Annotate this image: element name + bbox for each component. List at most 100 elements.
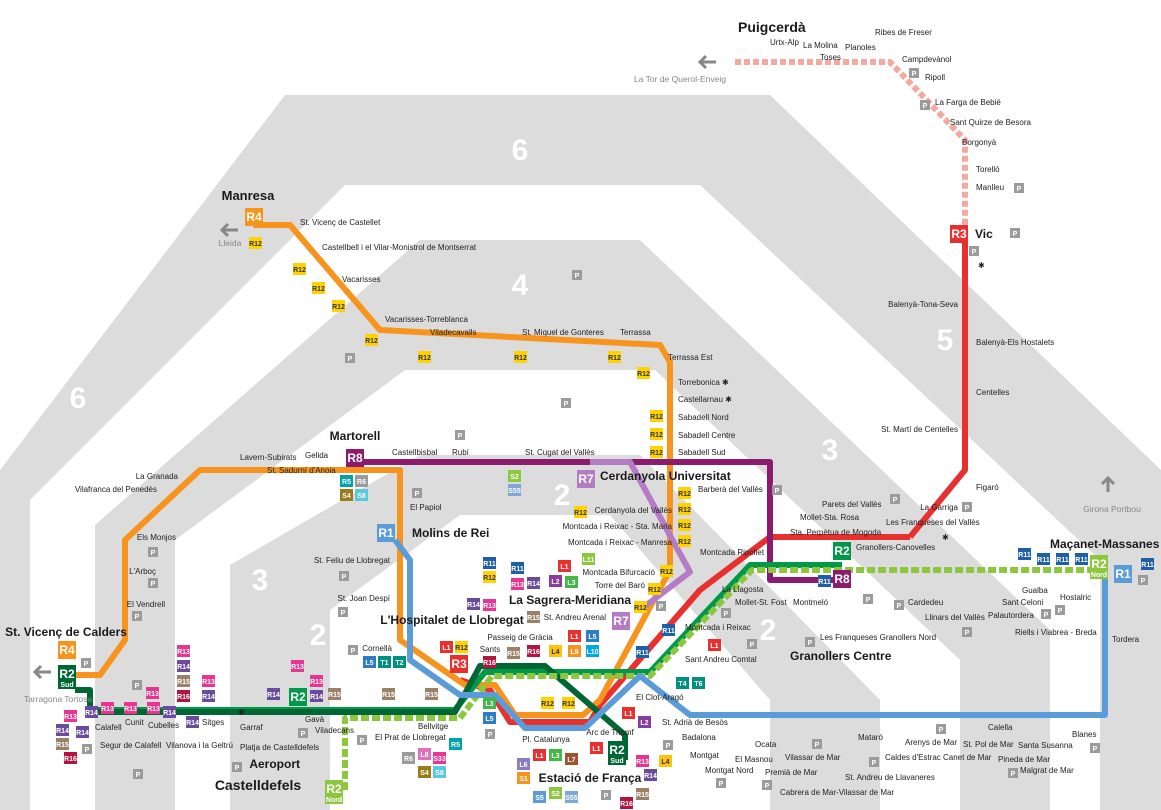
connection-badge-r14[interactable]: R14 <box>267 688 280 700</box>
station-label[interactable]: Vilanova i la Geltrú <box>166 741 233 750</box>
connection-badge-box[interactable] <box>365 334 378 346</box>
line-badge-box[interactable] <box>950 225 968 243</box>
connection-badge-box[interactable] <box>549 749 562 761</box>
station[interactable]: Calella <box>988 723 1013 732</box>
connection-badge-box[interactable] <box>467 598 480 610</box>
connection-badge-r13[interactable]: R13 <box>636 755 649 767</box>
connection-badge-box[interactable] <box>622 707 635 719</box>
station[interactable]: El Clot-Aragó <box>636 693 684 702</box>
connection-badge-r16[interactable]: R16 <box>483 656 496 668</box>
connection-badge-box[interactable] <box>517 758 530 770</box>
station[interactable]: Arenys de Mar <box>905 738 957 747</box>
station[interactable]: St. Sadurní d'Anoia <box>267 466 336 475</box>
connection-badge-box[interactable] <box>565 753 578 765</box>
station-label[interactable]: Castellbisbal <box>392 448 438 457</box>
station[interactable]: St. Andreu de Llavaneres <box>845 773 935 782</box>
line-badge-box[interactable] <box>577 470 595 488</box>
connection-badge-r14[interactable]: R14 <box>186 716 199 728</box>
line-badge-box[interactable] <box>612 612 630 630</box>
station[interactable]: Planoles <box>845 43 876 52</box>
connection-badge-l5[interactable]: L5 <box>483 712 496 724</box>
connection-badge-box[interactable] <box>636 646 649 658</box>
station[interactable]: Granollers-Canovelles <box>856 543 935 552</box>
connection-badge-l2[interactable]: L2 <box>549 575 562 587</box>
hub-station[interactable]: Maçanet-Massanes <box>1050 537 1160 551</box>
connection-badge-r15[interactable]: R15 <box>425 688 438 700</box>
station[interactable]: Vilassar de Mar <box>785 753 841 762</box>
station-label[interactable]: Segur de Calafell <box>100 741 162 750</box>
hub-station[interactable]: Puigcerdà <box>738 19 806 35</box>
station-label[interactable]: El Papiol <box>410 503 442 512</box>
line-badge-box[interactable] <box>58 641 76 659</box>
line-badge-box[interactable] <box>377 524 395 542</box>
connection-badge-r11[interactable]: R11 <box>1037 553 1050 565</box>
connection-badge-r11[interactable]: R11 <box>818 575 831 587</box>
station-label[interactable]: Sant Andreu Comtal <box>685 655 757 664</box>
connection-badge-r14[interactable]: R14 <box>527 577 540 589</box>
station[interactable]: Montcada i Reixac - Manresa <box>568 538 673 547</box>
station-label[interactable]: Sants <box>480 645 500 654</box>
station-label[interactable]: Cerdanyola del Vallès <box>595 506 672 515</box>
hub-station[interactable]: Martorell <box>330 429 381 443</box>
connection-badge-box[interactable] <box>517 772 530 784</box>
connection-badge-box[interactable] <box>533 791 546 803</box>
connection-badge-l2[interactable]: L2 <box>638 716 651 728</box>
line-badge-box[interactable] <box>58 665 76 689</box>
connection-badge-r14[interactable]: R14 <box>202 690 215 702</box>
line-badge-box[interactable] <box>608 741 626 765</box>
station[interactable]: Vilanova i la Geltrú <box>166 741 233 750</box>
station-label[interactable]: Sabadell Centre <box>678 431 736 440</box>
connection-badge-r11[interactable]: R11 <box>636 646 649 658</box>
connection-badge-s55[interactable]: S55 <box>508 484 521 496</box>
station-label[interactable]: Badalona <box>682 733 716 742</box>
connection-badge-l1[interactable]: L1 <box>590 742 603 754</box>
connection-badge-box[interactable] <box>147 702 160 714</box>
station[interactable]: Les Franqueses Granollers Nord <box>820 633 936 642</box>
hub-station[interactable]: Estació de França <box>539 771 642 785</box>
station-label[interactable]: Santa Susanna <box>1018 741 1073 750</box>
line-badge-r4[interactable]: R4 <box>245 208 263 226</box>
connection-badge-r15[interactable]: R15 <box>328 688 341 700</box>
station-label[interactable]: Palautordera <box>988 611 1034 620</box>
connection-badge-l3[interactable]: L3 <box>483 697 496 709</box>
connection-badge-l5[interactable]: L5 <box>363 656 376 668</box>
connection-badge-box[interactable] <box>378 656 391 668</box>
connection-badge-box[interactable] <box>418 748 431 760</box>
connection-badge-box[interactable] <box>202 690 215 702</box>
station[interactable]: Montgat Nord <box>705 766 753 775</box>
station[interactable]: Sant Celoni <box>1002 598 1044 607</box>
station[interactable]: St. Cugat del Vallès <box>525 448 595 457</box>
connection-badge-r13[interactable]: R13 <box>483 599 496 611</box>
station-label[interactable]: Balenyà-Els Hostalets <box>976 338 1054 347</box>
connection-badge-box[interactable] <box>558 560 571 572</box>
connection-badge-box[interactable] <box>638 716 651 728</box>
station[interactable]: Cardedeu <box>908 598 943 607</box>
station[interactable]: Tordera <box>1112 635 1140 644</box>
station-label[interactable]: El Clot-Aragó <box>636 693 684 702</box>
station[interactable]: Llinars del Vallès <box>925 613 985 622</box>
station[interactable]: Garraf <box>240 723 263 732</box>
connection-badge-box[interactable] <box>483 599 496 611</box>
station-label[interactable]: Sant Celoni <box>1002 598 1044 607</box>
connection-badge-box[interactable] <box>1037 553 1050 565</box>
line-badge-box[interactable] <box>289 688 307 706</box>
station[interactable]: Ribes de Freser <box>875 28 932 37</box>
connection-badge-box[interactable] <box>508 470 521 482</box>
station[interactable]: Caldes d'Estrac <box>885 753 941 762</box>
station[interactable]: Castellbell i el Vilar-Monistrol de Mont… <box>322 243 477 252</box>
connection-badge-box[interactable] <box>608 351 621 363</box>
connection-badge-box[interactable] <box>64 710 77 722</box>
connection-badge-box[interactable] <box>586 645 599 657</box>
connection-badge-box[interactable] <box>676 677 689 689</box>
connection-badge-r15[interactable]: R15 <box>56 738 69 750</box>
station-label[interactable]: St. Adrià de Besòs <box>662 718 728 727</box>
line-badge-r7[interactable]: R7 <box>612 612 630 630</box>
station-label[interactable]: Sitges <box>202 718 224 727</box>
hub-station-label[interactable]: Aeroport <box>249 757 300 771</box>
station-label[interactable]: La Molina <box>803 41 838 50</box>
connection-badge-box[interactable] <box>340 489 353 501</box>
connection-badge-box[interactable] <box>76 726 89 738</box>
station-label[interactable]: Montmeló <box>793 598 829 607</box>
connection-badge-l1[interactable]: L1 <box>533 749 546 761</box>
